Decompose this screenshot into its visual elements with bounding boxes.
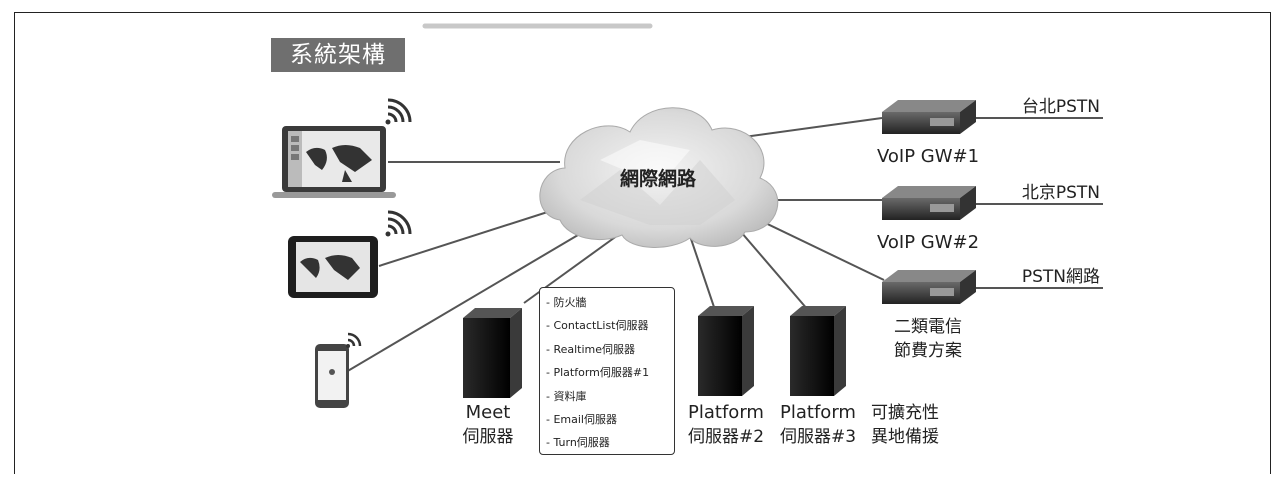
meet-components-box: 防火牆 ContactList伺服器 Realtime伺服器 Platform伺… <box>539 287 675 455</box>
meet-component-item: Platform伺服器#1 <box>546 361 674 384</box>
gw1-device-icon <box>882 100 976 134</box>
meet-component-item: Turn伺服器 <box>546 431 674 454</box>
wifi-icon-laptop <box>385 98 412 125</box>
phone-device <box>315 344 349 408</box>
wifi-icon-tablet <box>385 210 412 237</box>
title-badge <box>271 38 405 72</box>
scalable-label-line1: 可擴充性 <box>871 403 939 423</box>
gw3-label-line1: 二類電信 <box>894 317 962 337</box>
meet-component-item: 防火牆 <box>546 291 674 314</box>
scalable-label-line2: 異地備援 <box>871 427 939 447</box>
diagram-frame <box>14 12 1271 474</box>
laptop-device <box>272 126 396 198</box>
meet-component-item: Email伺服器 <box>546 408 674 431</box>
meet-component-item: ContactList伺服器 <box>546 314 674 337</box>
pstn-label-2: 北京PSTN <box>1022 183 1100 203</box>
platform2-server-icon <box>698 306 754 396</box>
link-platform2 <box>687 229 716 311</box>
pstn-label-3: PSTN網路 <box>1022 267 1100 287</box>
platform3-server-icon <box>790 306 846 396</box>
gw2-device-icon <box>882 186 976 220</box>
meet-component-item: Realtime伺服器 <box>546 338 674 361</box>
link-platform3 <box>734 224 809 311</box>
link-phone <box>345 221 601 373</box>
meet-label-line2: 伺服器 <box>463 427 514 447</box>
diagram-title: 系統架構 <box>290 42 386 68</box>
platform2-label-line2: 伺服器#2 <box>688 427 764 447</box>
internet-cloud <box>539 107 779 248</box>
meet-components-list: 防火牆 ContactList伺服器 Realtime伺服器 Platform伺… <box>540 288 674 455</box>
platform3-label-line2: 伺服器#3 <box>780 427 856 447</box>
pstn-label-1: 台北PSTN <box>1022 97 1100 117</box>
link-gw3 <box>754 217 885 281</box>
cloud-label: 網際網路 <box>620 167 697 190</box>
platform2-label-line1: Platform <box>688 402 764 423</box>
gw3-label-line2: 節費方案 <box>894 341 962 361</box>
meet-component-item: 資料庫 <box>546 385 674 408</box>
wifi-icon-phone <box>346 332 362 348</box>
meet-server-icon <box>463 308 522 398</box>
platform3-label-line1: Platform <box>780 402 856 423</box>
gw3-device-icon <box>882 270 976 304</box>
tablet-device <box>288 236 378 298</box>
gw2-label: VoIP GW#2 <box>877 232 979 253</box>
meet-label-line1: Meet <box>466 402 511 423</box>
gw1-label: VoIP GW#1 <box>877 146 979 167</box>
